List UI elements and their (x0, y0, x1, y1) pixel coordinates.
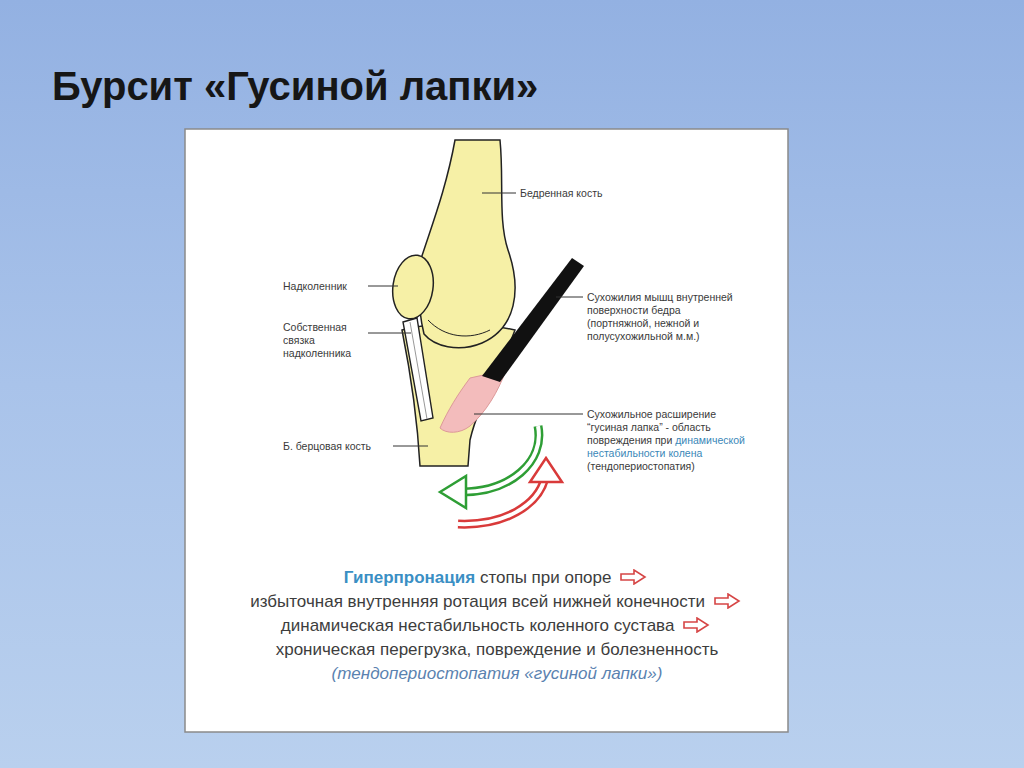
flow-arrow (619, 569, 647, 585)
word-gap (674, 616, 679, 635)
word-gap (475, 568, 480, 587)
chain-text: хроническая перегрузка, повреждение и бо… (276, 640, 719, 659)
region-callout: Сухожильное расширение “гусиная лапка” -… (587, 408, 757, 473)
joint-line (428, 320, 490, 336)
chain-text: динамическая нестабильность коленного су… (281, 616, 675, 635)
region-label: (тендопериостопатия) (587, 460, 695, 472)
femur (419, 140, 515, 348)
slide-title: Бурсит «Гусиной лапки» (52, 64, 538, 109)
mechanism-text: Гиперпронация стопы при опоре избыточная… (232, 566, 762, 686)
ligament-label: Собственная связка надколенника (283, 321, 367, 360)
leader-lines (368, 193, 583, 446)
patella (389, 253, 438, 322)
chain-text: избыточная внутренняя ротация всей нижне… (250, 592, 705, 611)
flow-arrow (682, 617, 710, 633)
cause-text: Гиперпронация (344, 568, 475, 587)
ligament-line (410, 322, 427, 419)
rotation-arrow-green (440, 426, 539, 508)
tendon (482, 258, 584, 382)
panel (185, 129, 788, 732)
rotation-arrow-red (458, 458, 562, 524)
bone-label: Бедренная кость (520, 187, 650, 200)
tendon-label: Сухожилия мышц внутренней поверхности бе… (587, 291, 737, 343)
word-gap (705, 592, 710, 611)
cause-text: стопы при опоре (480, 568, 612, 587)
word-gap (672, 434, 675, 446)
result-text: (тендопериостопатия «гусиной лапки») (332, 664, 663, 683)
word-gap (611, 568, 616, 587)
bone-label: Б. берцовая кость (283, 440, 393, 453)
bone-label: Надколенник (283, 280, 367, 293)
flow-arrow (713, 593, 741, 609)
